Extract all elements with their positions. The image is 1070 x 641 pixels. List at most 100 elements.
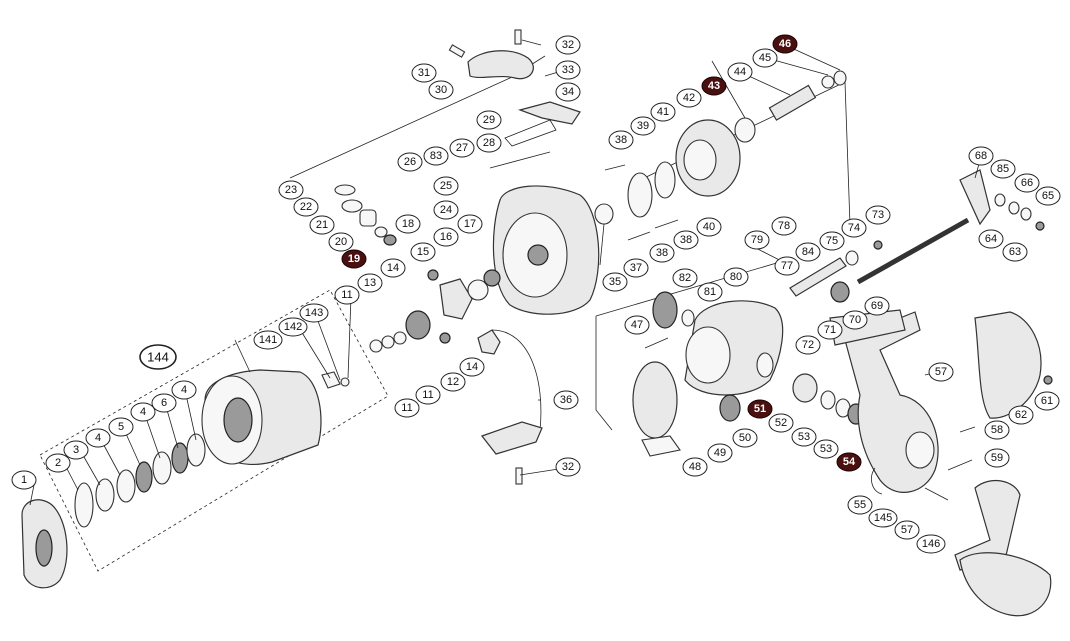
callout-label: 80	[730, 271, 742, 283]
callout-label: 82	[679, 272, 691, 284]
callout-72: 72	[795, 335, 821, 355]
callout-label: 69	[871, 300, 883, 312]
callout-label: 53	[798, 431, 810, 443]
callout-label: 27	[456, 142, 468, 154]
callout-4b: 4	[130, 402, 156, 422]
callout-label: 41	[657, 106, 669, 118]
callout-label: 31	[418, 67, 430, 79]
gear-50	[719, 394, 741, 422]
callout-label: 141	[259, 334, 277, 346]
callout-label: 32	[562, 461, 574, 473]
callout-146: 146	[916, 534, 946, 554]
callout-label: 12	[447, 376, 459, 388]
callout-label: 58	[991, 424, 1003, 436]
bearing-52	[792, 373, 818, 403]
callout-47: 47	[624, 315, 650, 335]
screw-63	[1035, 221, 1045, 231]
plate-39	[627, 172, 653, 218]
callout-label: 53	[820, 443, 832, 455]
bail-wire-36	[491, 329, 542, 431]
bail-screw-32	[514, 29, 522, 45]
callout-label: 40	[703, 221, 715, 233]
callout-label: 35	[609, 276, 621, 288]
bail-arm-top	[467, 50, 534, 80]
body-bearing-seat	[905, 431, 935, 469]
callout-19: 19	[341, 249, 367, 269]
bearing-18	[383, 234, 397, 246]
bearing-82	[652, 291, 678, 329]
callout-143: 143	[299, 303, 329, 323]
callout-label: 74	[848, 222, 860, 234]
callout-55: 55	[847, 495, 873, 515]
body-assembly	[632, 169, 1053, 617]
callout-label: 13	[364, 277, 376, 289]
callout-68: 68	[968, 146, 994, 166]
callout-24: 24	[433, 200, 459, 220]
callout-label: 2	[55, 457, 61, 469]
screw-57b	[924, 487, 949, 501]
callout-16: 16	[433, 227, 459, 247]
collar-51	[756, 352, 774, 378]
drag-knob-center	[35, 529, 53, 567]
callout-38b: 38	[649, 243, 675, 263]
callout-label: 4	[140, 406, 146, 418]
screw-38c	[654, 219, 679, 229]
shim-11c	[393, 331, 407, 345]
callout-label: 52	[775, 417, 787, 429]
callouts: 1 2 3 4 5 4 6 4 144 141 142 143 11 11 11…	[11, 34, 1061, 554]
ring-53a	[820, 390, 836, 410]
bushing-85	[994, 193, 1006, 207]
callout-label: 38	[680, 234, 692, 246]
clip-48	[641, 435, 681, 457]
callout-label: 14	[387, 262, 399, 274]
callout-label: 28	[483, 137, 495, 149]
callout-label: 15	[417, 246, 429, 258]
screw-73	[873, 240, 883, 250]
callout-label: 143	[305, 307, 323, 319]
screw-14b	[439, 332, 451, 344]
drag-washer-b	[116, 469, 136, 503]
bushing-74	[845, 250, 859, 266]
pin-47	[644, 337, 669, 349]
callout-11a: 11	[334, 285, 360, 305]
callout-label: 17	[464, 218, 476, 230]
callout-1: 1	[11, 470, 37, 490]
spool-hub	[223, 397, 253, 443]
callout-73: 73	[865, 205, 891, 225]
callout-30: 30	[428, 80, 454, 100]
callout-81: 81	[697, 282, 723, 302]
callout-label: 51	[754, 403, 766, 415]
rotor-nut	[527, 244, 549, 266]
callout-13: 13	[357, 273, 383, 293]
callout-label: 77	[781, 260, 793, 272]
callout-39: 39	[630, 116, 656, 136]
washer-16	[467, 279, 489, 301]
gear-69	[830, 281, 850, 303]
callout-79: 79	[744, 230, 770, 250]
bearing-46	[833, 70, 847, 86]
callout-20: 20	[328, 232, 354, 252]
callout-label: 23	[285, 184, 297, 196]
callout-36: 36	[553, 390, 579, 410]
callout-label: 1	[21, 474, 27, 486]
callout-label: 73	[872, 209, 884, 221]
bearing-43	[734, 117, 756, 143]
callout-label: 48	[689, 461, 701, 473]
callout-71: 71	[817, 320, 843, 340]
callout-label: 57	[935, 366, 947, 378]
callout-45: 45	[752, 48, 778, 68]
callout-label: 146	[922, 538, 940, 550]
pinion-13	[405, 310, 431, 340]
callout-40: 40	[696, 217, 722, 237]
callout-12: 12	[440, 372, 466, 392]
screw-38a	[604, 164, 626, 171]
callout-label: 61	[1041, 395, 1053, 407]
callout-50: 50	[732, 428, 758, 448]
line-roller-arm	[518, 101, 581, 125]
callout-label: 36	[560, 394, 572, 406]
callout-46: 46	[772, 34, 798, 54]
bail-screw-32b	[515, 467, 523, 485]
callout-85: 85	[990, 159, 1016, 179]
callout-label: 81	[704, 286, 716, 298]
